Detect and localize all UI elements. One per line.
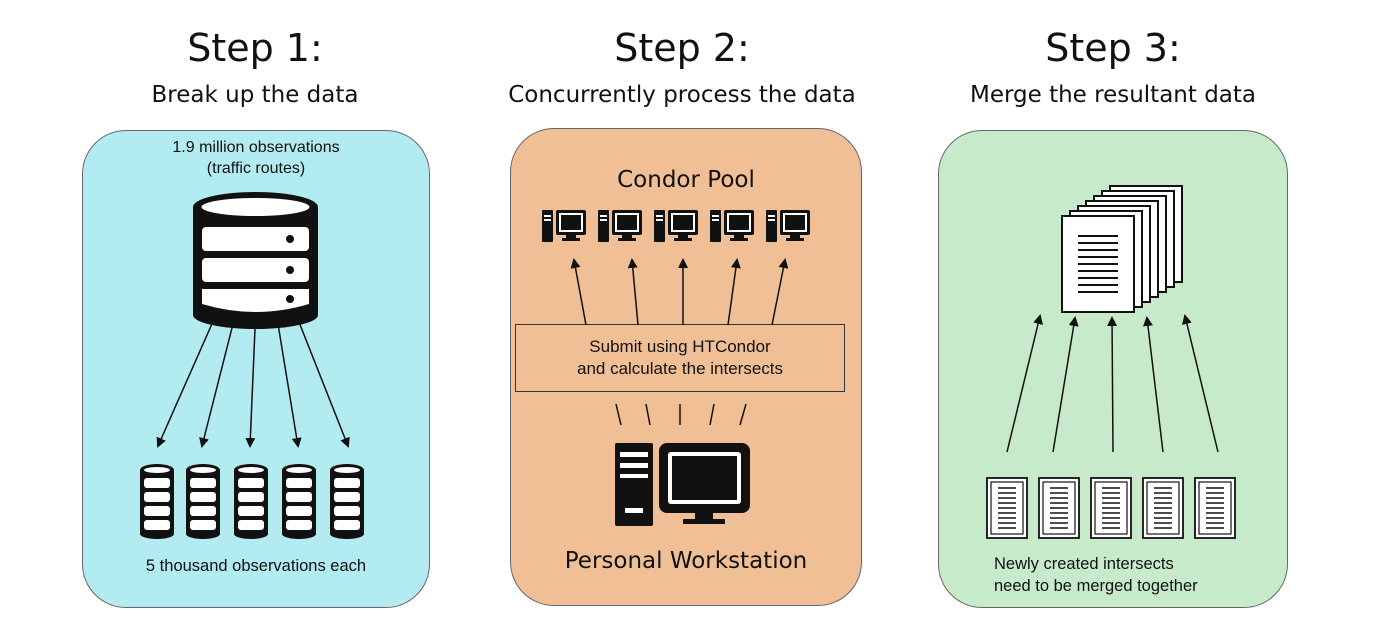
step1-title: Step 1: [187, 26, 323, 70]
merge-arrow-5 [1182, 314, 1219, 453]
merge-note-line2: need to be merged together [994, 577, 1198, 595]
computer-icon [542, 210, 586, 242]
document-icon [1142, 477, 1184, 539]
condor-pool-label: Condor Pool [617, 167, 755, 193]
computer-icon [654, 210, 698, 242]
result-documents [986, 477, 1236, 539]
step2-subtitle: Concurrently process the data [508, 82, 856, 108]
source-data-description: (traffic routes) [206, 160, 306, 177]
small-database-icon [234, 464, 268, 539]
merge-note: Newly created intersects need to be merg… [978, 553, 1258, 597]
workstation-connectors [615, 403, 747, 426]
workstation-label: Personal Workstation [564, 548, 808, 574]
split-arrows [156, 316, 350, 448]
database-icon [193, 192, 318, 329]
split-arrow-5 [296, 316, 350, 448]
chunk-databases [140, 464, 364, 539]
chunk-size-label: 5 thousand observations each [145, 557, 367, 575]
split-arrow-2 [199, 323, 234, 448]
document-icon [1038, 477, 1080, 539]
small-database-icon [186, 464, 220, 539]
merge-arrow-3 [1107, 316, 1118, 453]
condor-pool-computers [542, 210, 810, 242]
split-arrow-3 [245, 328, 256, 448]
split-arrow-4 [277, 323, 302, 448]
merge-note-line1: Newly created intersects [994, 555, 1174, 573]
merge-arrows [1006, 314, 1219, 453]
merge-arrow-1 [1006, 314, 1043, 453]
submit-arrow-2 [627, 258, 639, 326]
submit-box: Submit using HTCondor and calculate the … [515, 324, 845, 392]
merge-arrow-2 [1052, 316, 1079, 453]
step1-subtitle: Break up the data [151, 82, 359, 108]
computer-icon [598, 210, 642, 242]
step2-title: Step 2: [614, 26, 750, 70]
process-panel [510, 128, 862, 606]
submit-arrow-5 [771, 258, 789, 326]
merge-arrow-4 [1142, 316, 1164, 453]
submit-box-line1: Submit using HTCondor [589, 337, 771, 356]
small-database-icon [330, 464, 364, 539]
split-arrow-1 [156, 316, 216, 448]
source-data-label: 1.9 million observations (traffic routes… [92, 137, 420, 179]
submit-arrow-1 [570, 258, 587, 326]
document-icon [1090, 477, 1132, 539]
submit-arrows [570, 258, 789, 326]
computer-icon [710, 210, 754, 242]
document-stack-icon [1061, 185, 1183, 313]
document-icon [1194, 477, 1236, 539]
source-data-count: 1.9 million observations [172, 139, 340, 156]
small-database-icon [140, 464, 174, 539]
computer-icon [766, 210, 810, 242]
document-icon [986, 477, 1028, 539]
workstation-icon [615, 443, 750, 526]
submit-arrow-4 [727, 258, 741, 326]
step3-subtitle: Merge the resultant data [969, 82, 1257, 108]
step3-title: Step 3: [1045, 26, 1181, 70]
small-database-icon [282, 464, 316, 539]
submit-box-line2: and calculate the intersects [576, 359, 783, 378]
